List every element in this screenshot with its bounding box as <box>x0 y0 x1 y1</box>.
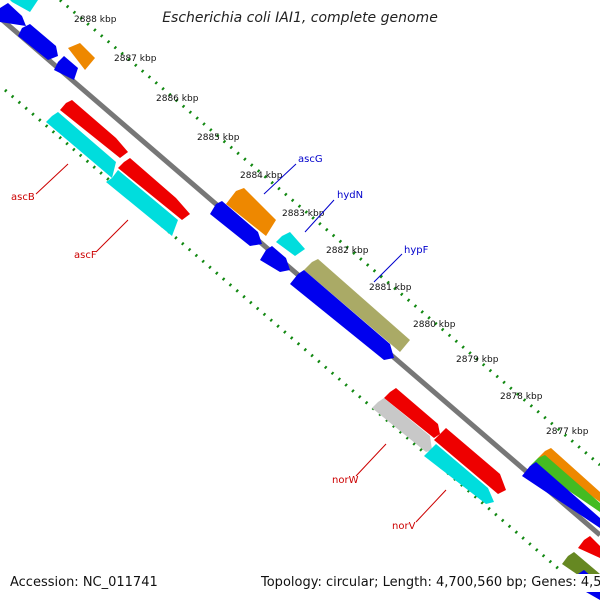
gene-hypF[interactable] <box>304 259 410 352</box>
gene-blue-2884[interactable] <box>210 201 262 246</box>
gene-ascB-a[interactable] <box>60 100 128 158</box>
tick-label: 2879 kbp <box>456 355 499 365</box>
tick-label: 2885 kbp <box>197 133 240 143</box>
gene-ascG[interactable] <box>226 188 276 236</box>
leader-line <box>263 163 297 195</box>
label-norV[interactable]: norV <box>392 521 416 532</box>
label-ascB[interactable]: ascB <box>11 192 35 203</box>
gene-ascB-b[interactable] <box>118 158 190 220</box>
right-cluster <box>372 388 506 504</box>
leader-line <box>373 253 403 283</box>
upper-features <box>10 0 600 512</box>
gene-labels: ascG hydN hypF ascB ascF norW norV <box>11 154 447 532</box>
gene-blue-2888[interactable] <box>18 24 58 60</box>
leader-line <box>415 489 447 523</box>
lower-scale-line <box>4 88 561 572</box>
leader-line <box>95 219 129 253</box>
footer-background <box>258 574 600 592</box>
gene-norV-cyan[interactable] <box>424 444 494 504</box>
tick-label: 2883 kbp <box>282 209 325 219</box>
gene-grey-norW[interactable] <box>372 398 432 452</box>
label-norW[interactable]: norW <box>332 475 359 486</box>
gene-ascF-b[interactable] <box>106 170 178 236</box>
left-cluster <box>46 100 190 236</box>
tick-label: 2886 kbp <box>156 94 199 104</box>
label-hydN[interactable]: hydN <box>337 190 363 201</box>
tick-label: 2880 kbp <box>413 320 456 330</box>
gene-blue-topleft[interactable] <box>0 3 26 26</box>
gene-blue-2887[interactable] <box>54 56 78 80</box>
gene-norW[interactable] <box>384 388 440 438</box>
leader-line <box>355 443 387 477</box>
tick-label: 2887 kbp <box>114 54 157 64</box>
gene-hydN[interactable] <box>276 232 305 256</box>
gene-green-2877[interactable] <box>531 455 600 512</box>
accession-text: Accession: NC_011741 <box>10 575 158 590</box>
map-title: Escherichia coli IAI1, complete genome <box>162 10 438 26</box>
gene-ascF-a[interactable] <box>46 112 116 178</box>
label-ascF[interactable]: ascF <box>74 250 97 261</box>
leader-line <box>304 199 335 233</box>
gene-cyan-top[interactable] <box>10 0 38 12</box>
tick-label: 2882 kbp <box>326 246 369 256</box>
gene-blue-2883[interactable] <box>260 246 290 272</box>
leader-line <box>35 163 69 195</box>
gene-blue-2877[interactable] <box>522 462 600 528</box>
tick-label: 2888 kbp <box>74 15 117 25</box>
lower-features <box>0 3 600 528</box>
tick-label: 2884 kbp <box>240 171 283 181</box>
gene-norV-red[interactable] <box>434 428 506 494</box>
label-ascG[interactable]: ascG <box>298 154 323 165</box>
tick-label: 2881 kbp <box>369 283 412 293</box>
gene-orange-2887[interactable] <box>68 43 95 70</box>
upper-scale-line <box>59 0 600 467</box>
label-hypF[interactable]: hypF <box>404 245 429 256</box>
gene-blue-2882[interactable] <box>290 270 394 360</box>
tick-label: 2878 kbp <box>500 392 543 402</box>
gene-red-bottomright[interactable] <box>578 536 600 558</box>
gene-orange-2877[interactable] <box>538 448 600 502</box>
tick-label: 2877 kbp <box>546 427 589 437</box>
tick-labels: 2888 kbp 2887 kbp 2886 kbp 2885 kbp 2884… <box>74 15 589 437</box>
topology-text: Topology: circular; Length: 4,700,560 bp… <box>260 575 600 590</box>
